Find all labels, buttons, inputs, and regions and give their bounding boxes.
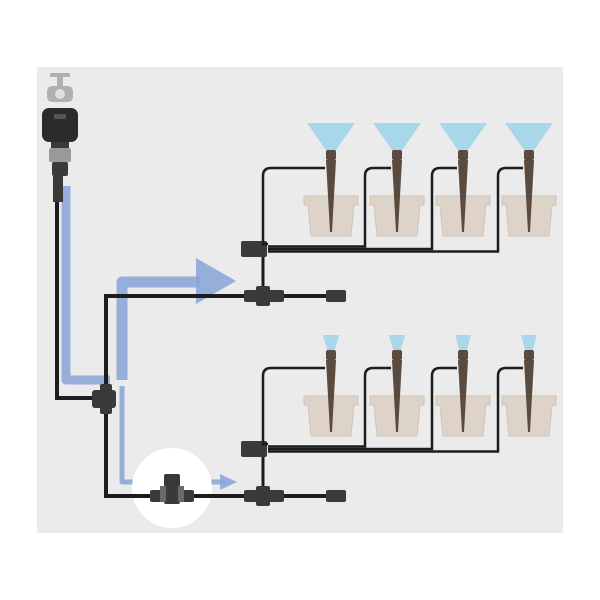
drip-line xyxy=(261,366,325,446)
drip-line xyxy=(268,366,523,453)
water-spray-icon xyxy=(323,335,339,353)
plant-rows xyxy=(241,123,557,506)
inline-connector-body xyxy=(256,286,270,306)
highlight-t-connector-icon xyxy=(150,474,194,504)
drip-stake-icon xyxy=(524,160,534,232)
drip-head-icon xyxy=(392,350,402,360)
row-lower xyxy=(241,335,557,506)
diagram-panel xyxy=(37,67,563,533)
drip-line xyxy=(268,366,457,451)
drip-stake-icon xyxy=(392,360,402,432)
flow-arrowhead-upper xyxy=(196,258,236,304)
drip-line xyxy=(261,166,325,246)
water-spray-icon xyxy=(521,335,537,353)
t-connector-icon xyxy=(92,384,116,414)
flow-arrowhead-lower xyxy=(220,474,237,490)
drip-head-icon xyxy=(524,150,534,160)
inline-connector-body xyxy=(256,486,270,506)
water-spray-icon xyxy=(373,123,421,153)
row-upper xyxy=(241,123,557,306)
drip-head-icon xyxy=(392,150,402,160)
water-spray-icon xyxy=(455,335,471,353)
drip-head-icon xyxy=(326,350,336,360)
water-spray-icon xyxy=(505,123,553,153)
drip-head-icon xyxy=(326,150,336,160)
distributor-icon xyxy=(241,441,267,457)
drip-head-icon xyxy=(458,150,468,160)
drip-line xyxy=(268,166,391,248)
drip-line xyxy=(268,366,391,448)
drip-stake-icon xyxy=(326,360,336,432)
end-plug-icon xyxy=(326,290,346,302)
distributor-icon xyxy=(241,241,267,257)
drip-line xyxy=(268,166,457,251)
water-spray-icon xyxy=(389,335,405,353)
drip-head-icon xyxy=(524,350,534,360)
water-timer-icon xyxy=(42,108,78,202)
drip-stake-icon xyxy=(458,360,468,432)
water-spray-icon xyxy=(439,123,487,153)
drip-stake-icon xyxy=(392,160,402,232)
main-hose xyxy=(55,200,100,400)
flow-arrow-upper xyxy=(116,276,200,380)
drip-head-icon xyxy=(458,350,468,360)
drip-line xyxy=(268,166,523,253)
water-spray-icon xyxy=(307,123,355,153)
drip-stake-icon xyxy=(524,360,534,432)
drip-stake-icon xyxy=(458,160,468,232)
drip-stake-icon xyxy=(326,160,336,232)
flow-arrow-main xyxy=(61,186,110,385)
end-plug-icon xyxy=(326,490,346,502)
faucet-icon xyxy=(47,73,73,102)
